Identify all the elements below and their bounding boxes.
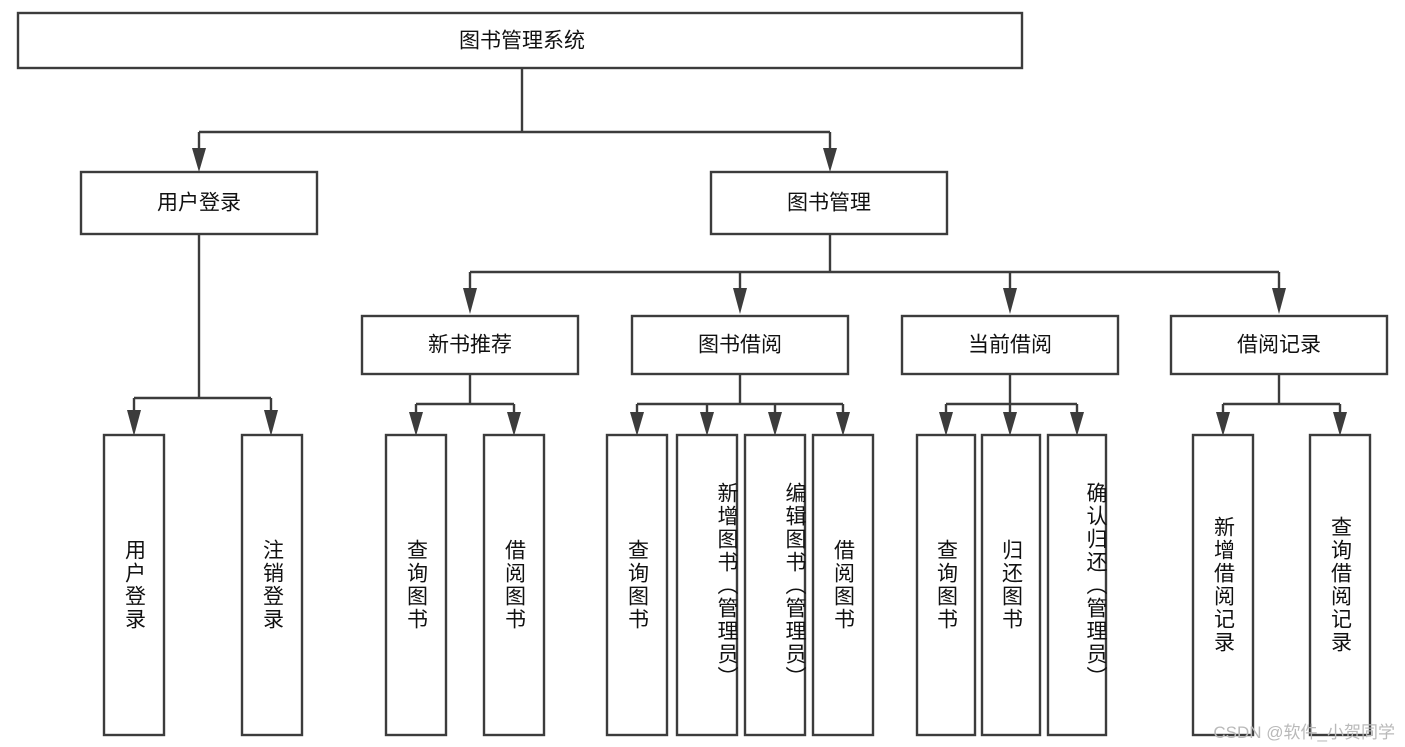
- node-current-borrow-label: 当前借阅: [968, 334, 1052, 357]
- arrow-head-user-login: [192, 148, 206, 172]
- connectors-book-manage-to-level3: [463, 234, 1286, 314]
- arrow-head-new-book: [463, 288, 477, 314]
- node-leaf-cb-return-book[interactable]: [980, 433, 1042, 737]
- node-leaf-br-add-record[interactable]: [1191, 433, 1255, 737]
- node-user-login-label: 用户登录: [157, 192, 241, 215]
- node-leaf-bb-edit-book-admin[interactable]: [743, 433, 807, 737]
- node-leaf-cb-query-book[interactable]: [915, 433, 977, 737]
- node-current-borrow[interactable]: [900, 314, 1120, 376]
- arrow-head-bb-borrow-book: [836, 412, 850, 436]
- arrow-head-bb-query-book: [630, 412, 644, 436]
- connectors-borrow-record-to-leaves: [1216, 374, 1347, 436]
- node-leaf-logout-login[interactable]: [240, 433, 304, 737]
- node-book-management[interactable]: [709, 170, 949, 236]
- node-leaf-nb-borrow-book[interactable]: [482, 433, 546, 737]
- arrow-head-nb-query-book: [409, 412, 423, 436]
- arrow-head-book-borrow: [733, 288, 747, 314]
- node-leaf-cb-confirm-return-admin[interactable]: [1046, 433, 1108, 737]
- arrow-head-bb-add-book: [700, 412, 714, 436]
- node-leaf-bb-query-book[interactable]: [605, 433, 669, 737]
- arrow-head-borrow-record: [1272, 288, 1286, 314]
- arrow-head-cb-query-book: [939, 412, 953, 436]
- node-new-book-recommend[interactable]: [360, 314, 580, 376]
- node-leaf-bb-add-book-admin[interactable]: [675, 433, 739, 737]
- connectors-book-borrow-to-leaves: [630, 374, 850, 436]
- arrow-head-leaf-user-login: [127, 410, 141, 436]
- node-leaf-user-login[interactable]: [102, 433, 166, 737]
- node-leaf-nb-query-book[interactable]: [384, 433, 448, 737]
- arrow-head-cb-confirm-return: [1070, 412, 1084, 436]
- node-new-book-recommend-label: 新书推荐: [428, 334, 512, 357]
- node-leaf-bb-borrow-book[interactable]: [811, 433, 875, 737]
- connectors-new-book-to-leaves: [409, 374, 521, 436]
- node-root-book-management-system[interactable]: [16, 11, 1024, 70]
- node-user-login[interactable]: [79, 170, 319, 236]
- connectors-current-borrow-to-leaves: [939, 374, 1084, 436]
- csdn-watermark: CSDN @软件_小贺同学: [1213, 723, 1395, 742]
- connectors-root-to-level2: [192, 68, 837, 172]
- connectors-user-login-to-leaves: [127, 234, 278, 436]
- node-leaf-br-query-record[interactable]: [1308, 433, 1372, 737]
- arrow-head-cb-return-book: [1003, 412, 1017, 436]
- arrow-head-current-borrow: [1003, 288, 1017, 314]
- arrow-head-bb-edit-book: [768, 412, 782, 436]
- node-root-label: 图书管理系统: [459, 30, 585, 53]
- node-borrow-record[interactable]: [1169, 314, 1389, 376]
- node-book-management-label: 图书管理: [787, 192, 871, 215]
- node-borrow-record-label: 借阅记录: [1237, 334, 1321, 357]
- node-book-borrow-label: 图书借阅: [698, 334, 782, 357]
- node-book-borrow[interactable]: [630, 314, 850, 376]
- arrow-head-leaf-logout: [264, 410, 278, 436]
- arrow-head-br-query-record: [1333, 412, 1347, 436]
- arrow-head-nb-borrow-book: [507, 412, 521, 436]
- arrow-head-br-add-record: [1216, 412, 1230, 436]
- arrow-head-book-manage: [823, 148, 837, 172]
